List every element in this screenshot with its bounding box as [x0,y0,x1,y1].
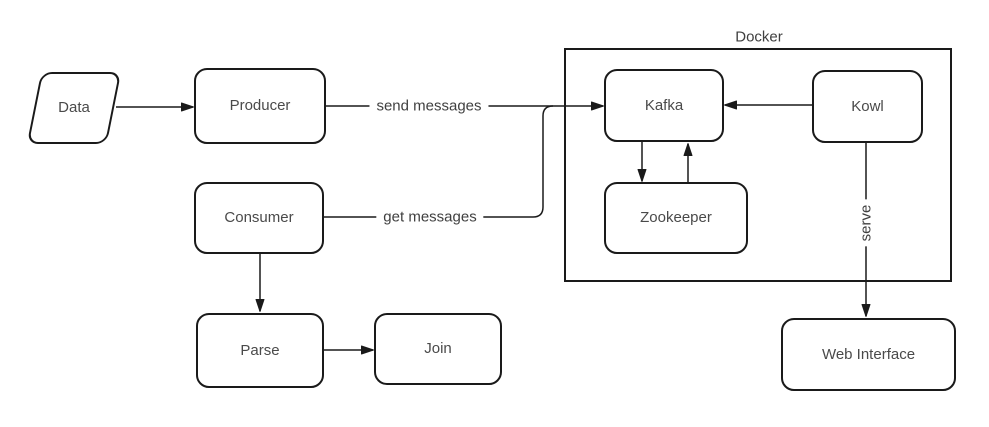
edge-label-get-messages: get messages [376,207,484,227]
node-zookeeper-shape [604,182,748,254]
node-parse-shape [196,313,324,388]
node-consumer-shape [194,182,324,254]
node-kafka-shape [604,69,724,142]
edge-consumer-kafka [323,105,554,218]
node-web-interface-shape [781,318,956,391]
node-join-shape [374,313,502,385]
edge-label-send-messages: send messages [369,96,489,116]
node-producer-shape [194,68,326,144]
node-kowl-shape [812,70,923,143]
node-data-shape [28,72,120,144]
edge-label-serve: serve [856,199,876,247]
docker-container-shape [564,48,952,282]
docker-container-label: Docker [735,28,783,46]
